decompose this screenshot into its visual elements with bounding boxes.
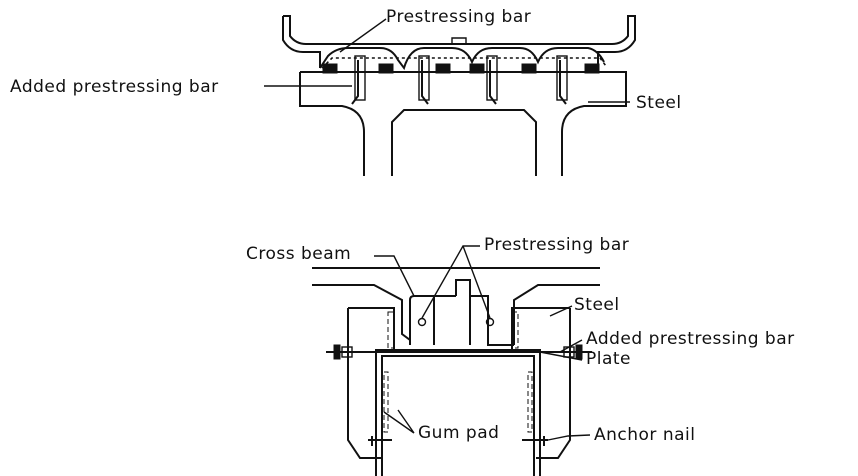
- washer-left: [341, 346, 353, 358]
- bottom-deck-right: [513, 284, 600, 345]
- steel-plate: [556, 55, 568, 101]
- steel-block-left: [347, 307, 395, 459]
- label-steel-bottom: Steel: [574, 295, 620, 315]
- steel-plate: [486, 55, 498, 101]
- added-bar: [421, 60, 429, 105]
- label-gum-pad: Gum pad: [418, 423, 499, 443]
- plate-u: [375, 349, 541, 476]
- label-steel: Steel: [636, 93, 682, 113]
- beam-arches: [319, 47, 605, 71]
- nut-left: [333, 344, 341, 360]
- leader-steel-bottom: [549, 305, 573, 317]
- label-cross-beam: Cross beam: [246, 244, 351, 264]
- central-inner: [433, 295, 456, 345]
- label-added-prestressing-bar-bottom: Added prestressing bar: [586, 329, 795, 349]
- central-post-right: [469, 295, 514, 346]
- bolt-hole: [417, 317, 427, 327]
- added-bar: [351, 60, 359, 105]
- label-prestressing-bar-bottom: Prestressing bar: [484, 235, 629, 255]
- steel-plates: [351, 55, 568, 105]
- gum-pad-left: [383, 371, 389, 433]
- anchor-nail-right: [522, 436, 548, 446]
- leader-added-bar-bottom: [559, 339, 583, 353]
- label-plate: Plate: [586, 349, 631, 369]
- label-prestressing-bar: Prestressing bar: [386, 7, 531, 27]
- steel-hatch-left: [387, 311, 395, 349]
- top-view: Prestressing bar Added prestressing bar …: [10, 7, 682, 176]
- bottom-view: Cross beam Prestressing bar Steel Added …: [246, 235, 795, 476]
- leader-cross-beam: [374, 255, 415, 297]
- cap-beam: [299, 71, 627, 176]
- label-added-prestressing-bar: Added prestressing bar: [10, 77, 219, 97]
- leader-plate: [539, 351, 583, 361]
- leader-prestressing-bar: [339, 18, 387, 53]
- leader-anchor-nail: [547, 434, 591, 441]
- deck-top-bump: [451, 37, 467, 44]
- deck-slab-outline: [282, 15, 636, 68]
- bolt-hole: [485, 317, 495, 327]
- steel-plate: [354, 55, 366, 101]
- central-post-top: [455, 279, 471, 296]
- leader-prestressing-bar-bottom: [421, 245, 491, 319]
- steel-hatch-right: [511, 311, 519, 349]
- steel-plate: [418, 55, 430, 101]
- gum-pad-right: [527, 371, 533, 433]
- hollow-box: [391, 109, 537, 176]
- added-bar: [559, 60, 567, 105]
- added-bar: [489, 60, 497, 105]
- label-anchor-nail: Anchor nail: [594, 425, 695, 445]
- anchor-nail-left: [368, 436, 392, 446]
- leader-gum-pad: [383, 409, 415, 434]
- nut-right: [575, 344, 583, 360]
- prestressing-bar-line: [321, 57, 607, 69]
